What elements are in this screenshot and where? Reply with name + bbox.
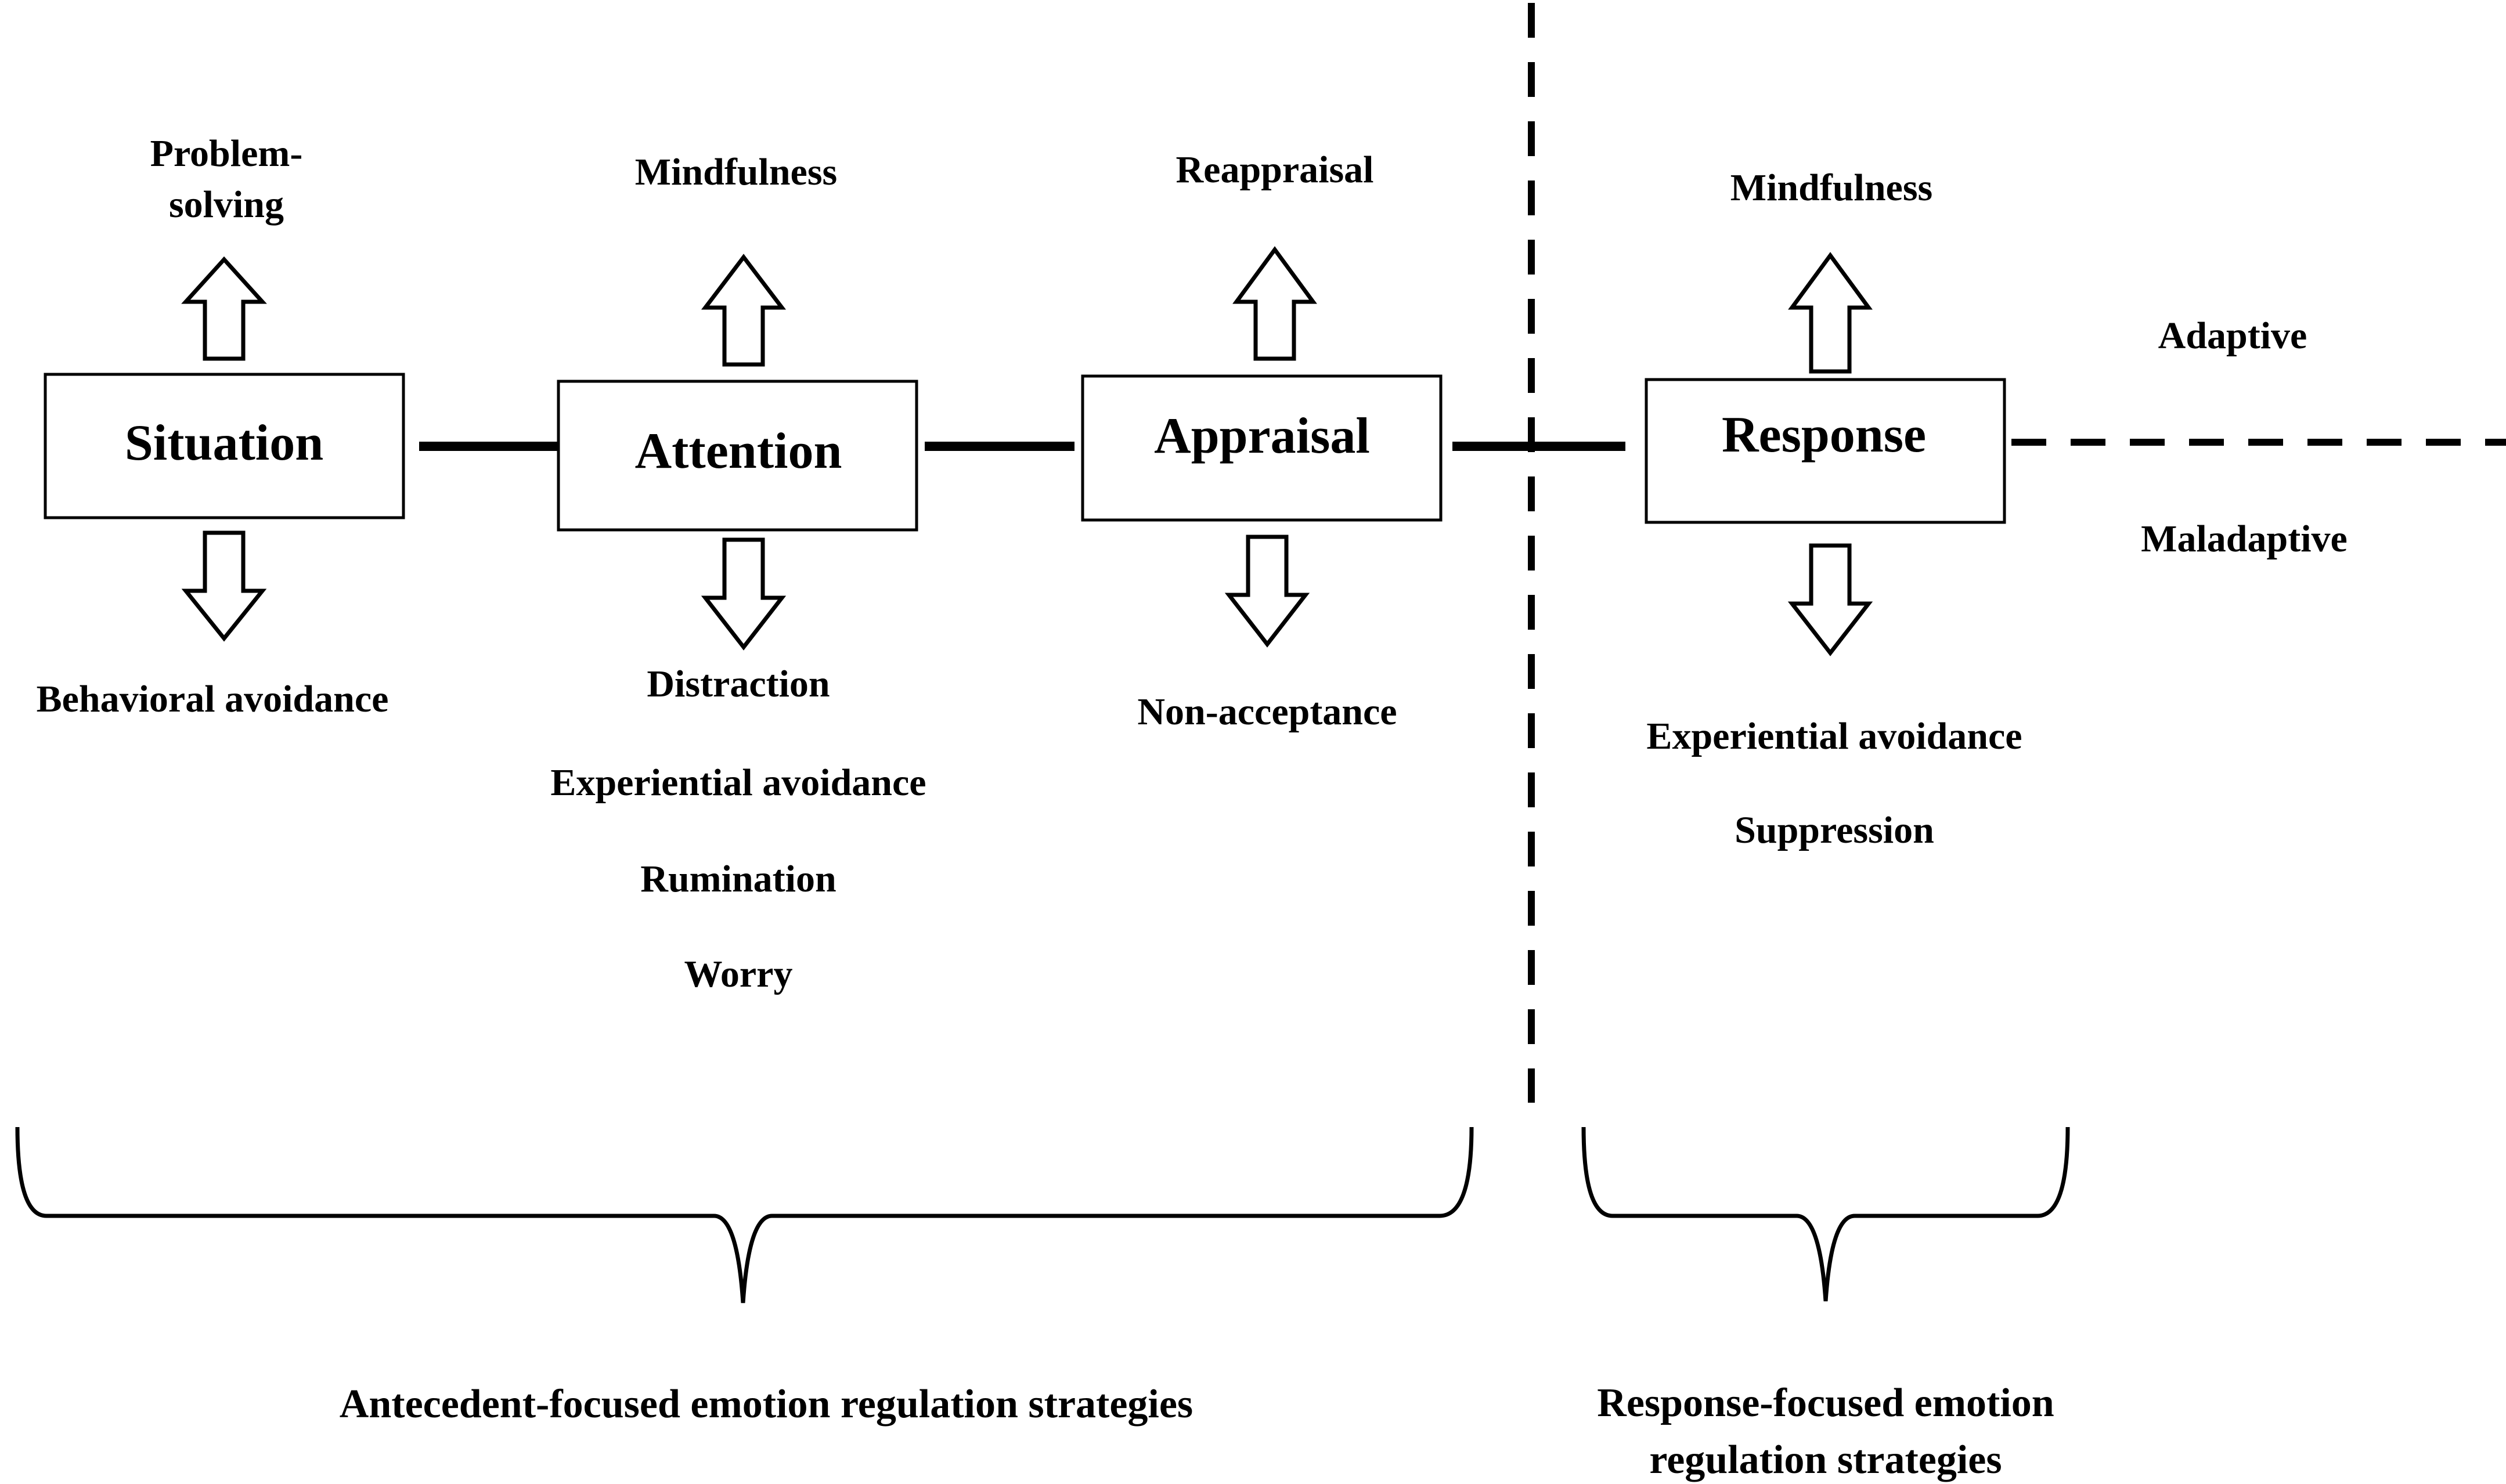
down-arrow-icon xyxy=(701,537,787,651)
up-arrow-icon xyxy=(1788,252,1873,374)
stage-attention: Attention Mindfulness Distraction Experi… xyxy=(550,151,926,995)
stage-label: Response xyxy=(1722,407,1926,463)
adaptive-strategy: Reappraisal xyxy=(1176,149,1373,191)
maladaptive-strategy: Experiential avoidance xyxy=(1646,715,2022,757)
maladaptive-strategy: Rumination xyxy=(640,858,836,900)
maladaptive-strategy: Worry xyxy=(684,953,793,995)
maladaptive-strategy: Non-acceptance xyxy=(1137,691,1397,733)
response-bracket xyxy=(1581,1126,2070,1302)
adaptive-strategy: Mindfulness xyxy=(1730,167,1932,209)
up-arrow-icon xyxy=(701,254,787,367)
stage-label: Attention xyxy=(635,423,842,479)
antecedent-bracket xyxy=(15,1126,1474,1304)
adaptive-strategy: solving xyxy=(169,183,284,226)
maladaptive-label: Maladaptive xyxy=(2141,518,2348,560)
up-arrow-icon xyxy=(1232,246,1317,361)
maladaptive-strategy: Distraction xyxy=(647,663,830,705)
antecedent-group-label: Antecedent-focused emotion regulation st… xyxy=(340,1382,1193,1427)
stage-box xyxy=(1645,378,2006,524)
adaptive-strategy: Problem- xyxy=(150,132,303,175)
down-arrow-icon xyxy=(1787,543,1873,656)
maladaptive-strategy: Suppression xyxy=(1735,809,1934,851)
stage-box xyxy=(1081,374,1443,522)
stage-box xyxy=(44,373,405,519)
up-arrow-icon xyxy=(181,256,267,361)
stage-situation: Situation Problem- solving Behavioral av… xyxy=(37,132,405,720)
stage-label: Appraisal xyxy=(1154,408,1370,464)
adaptive-label: Adaptive xyxy=(2158,315,2307,357)
adaptive-strategy: Mindfulness xyxy=(635,151,837,193)
stage-box xyxy=(557,380,918,532)
maladaptive-strategy: Experiential avoidance xyxy=(550,761,926,804)
down-arrow-icon xyxy=(1224,535,1310,648)
response-group-label: Response-focused emotion xyxy=(1597,1381,2054,1425)
stage-appraisal: Appraisal Reappraisal Non-acceptance xyxy=(1081,149,1443,733)
down-arrow-icon xyxy=(181,530,267,642)
stage-label: Situation xyxy=(125,415,323,471)
maladaptive-strategy: Behavioral avoidance xyxy=(37,678,389,720)
stage-response: Response Mindfulness Experiential avoida… xyxy=(1645,167,2022,851)
response-group-label: regulation strategies xyxy=(1649,1438,2002,1482)
